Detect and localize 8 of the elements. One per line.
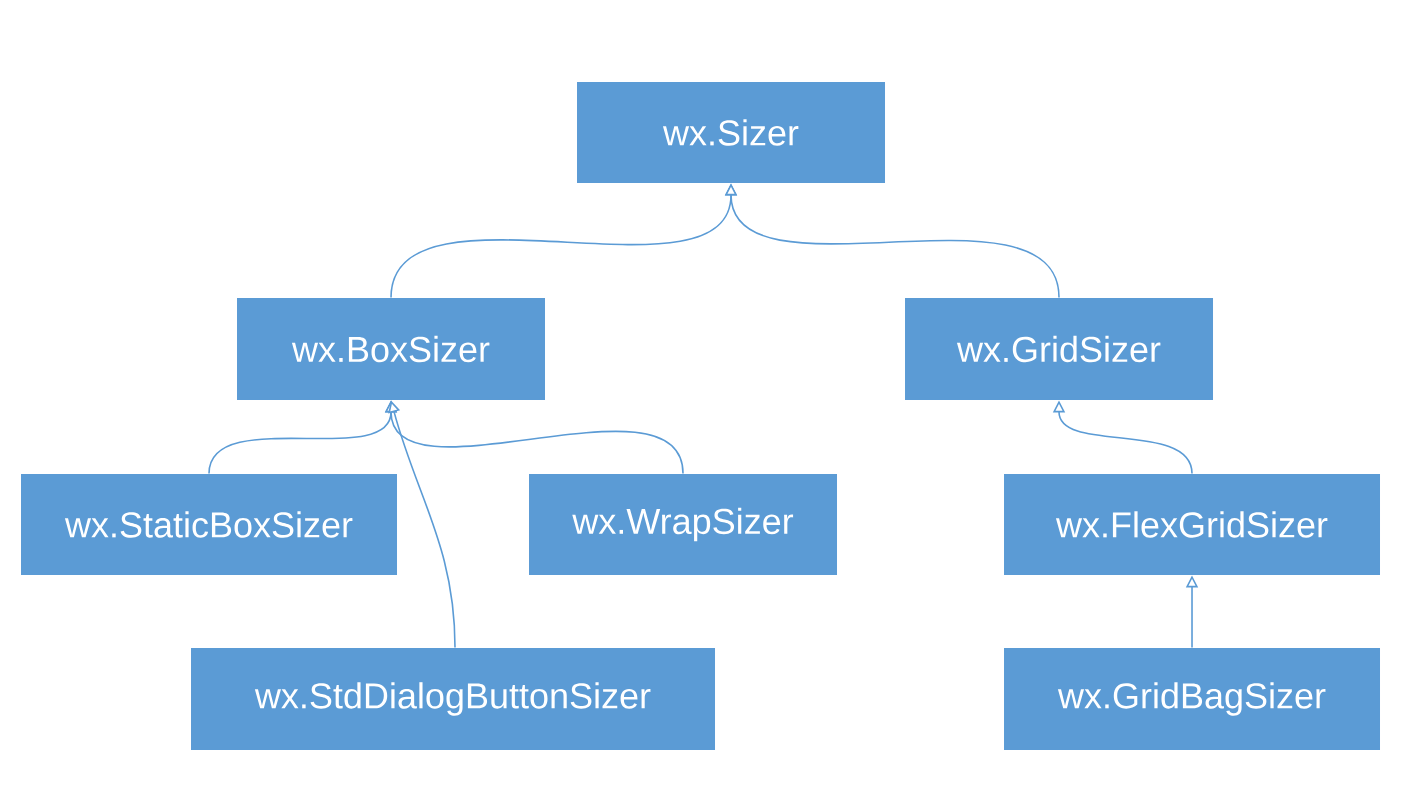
class-box: wx.GridSizer <box>905 298 1213 400</box>
class-box: wx.GridBagSizer <box>1004 648 1380 750</box>
class-box: wx.Sizer <box>577 82 885 183</box>
class-box: wx.StaticBoxSizer <box>21 474 397 575</box>
class-box: wx.WrapSizer <box>529 474 837 575</box>
class-box: wx.FlexGridSizer <box>1004 474 1380 575</box>
class-box: wx.BoxSizer <box>237 298 545 400</box>
class-box: wx.StdDialogButtonSizer <box>191 648 715 750</box>
